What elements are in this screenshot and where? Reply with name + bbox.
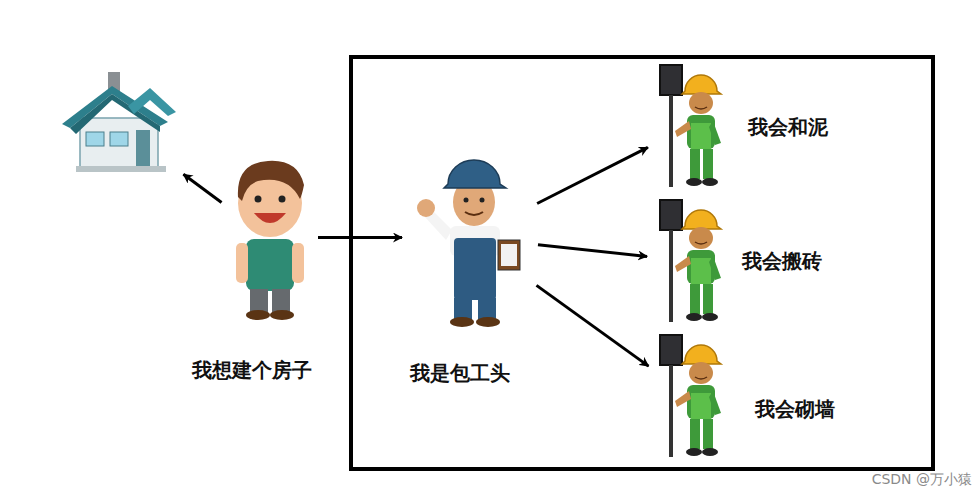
foreman-node: 我是包工头 bbox=[400, 150, 530, 395]
worker-figure bbox=[660, 65, 721, 187]
worker-figure bbox=[660, 335, 721, 457]
node-caption: 我想建个房子 bbox=[192, 358, 312, 382]
figure-anchor bbox=[655, 65, 725, 187]
contractor-frame: 我是包工头 我会和泥我会搬砖我会砌墙 bbox=[349, 55, 935, 471]
figure-anchor bbox=[410, 150, 530, 325]
foreman-figure bbox=[417, 160, 520, 327]
worker-node: 我会搬砖 bbox=[652, 197, 852, 322]
client-figure bbox=[236, 161, 304, 320]
node-caption: 我会和泥 bbox=[748, 115, 828, 139]
house-node bbox=[55, 65, 185, 190]
arrow-connector bbox=[183, 174, 221, 202]
arrow-connector bbox=[536, 285, 648, 366]
node-caption: 我是包工头 bbox=[410, 361, 510, 385]
figure-anchor bbox=[655, 200, 725, 322]
figure-anchor bbox=[349, 55, 935, 471]
worker-figure bbox=[660, 200, 721, 322]
arrow-connector bbox=[318, 236, 402, 239]
arrow-connector bbox=[538, 245, 647, 257]
node-caption: 我会砌墙 bbox=[755, 397, 835, 421]
figure-anchor bbox=[228, 155, 310, 320]
node-caption: 我会搬砖 bbox=[742, 249, 822, 273]
arrow-connector bbox=[537, 147, 648, 203]
worker-node: 我会和泥 bbox=[652, 62, 852, 187]
worker-node: 我会砌墙 bbox=[652, 332, 852, 460]
figure-anchor bbox=[62, 72, 177, 182]
house-icon bbox=[62, 72, 176, 172]
watermark: CSDN @万小猿 bbox=[872, 471, 972, 489]
figure-anchor bbox=[655, 335, 725, 457]
client-node: 我想建个房子 bbox=[185, 150, 325, 390]
